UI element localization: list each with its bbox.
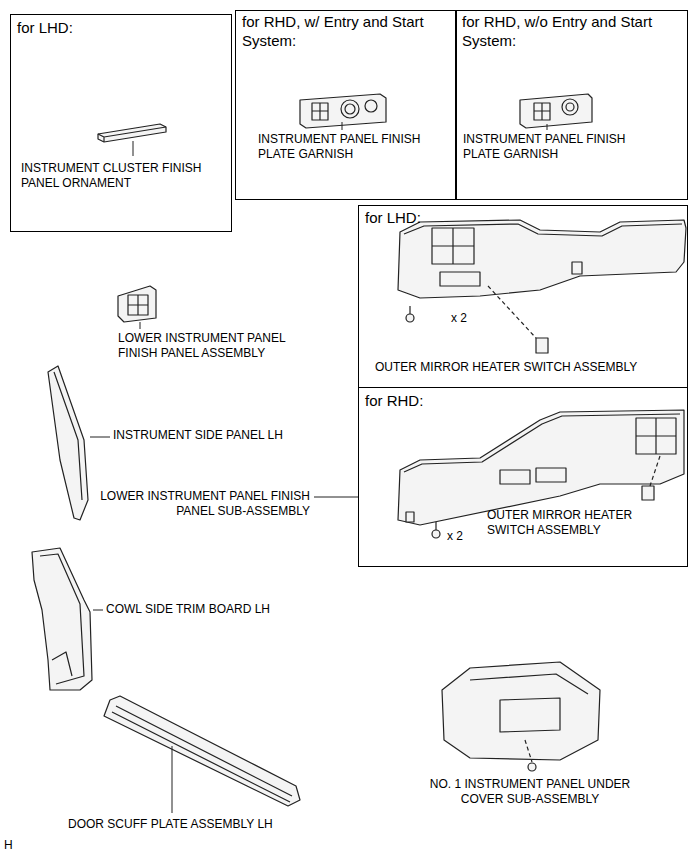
part-name: NO. 1 INSTRUMENT PANEL UNDER COVER SUB-A…: [410, 777, 650, 807]
variant-box: for RHD, w/ Entry and Start System: INSTR…: [235, 10, 457, 200]
part-name: INSTRUMENT PANEL FINISH PLATE GARNISH: [258, 132, 453, 162]
quantity-label: x 2: [451, 311, 491, 326]
part-name: LOWER INSTRUMENT PANEL FINISH PANEL ASSE…: [118, 331, 298, 361]
under-cover-drawing: [442, 662, 600, 771]
part-name: COWL SIDE TRIM BOARD LH: [106, 602, 336, 617]
lower-panel-drawing: [398, 220, 686, 353]
part-name: LOWER INSTRUMENT PANEL FINISH PANEL SUB-…: [100, 489, 310, 519]
variant-box: for LHD: INSTRUMENT CLUSTER FINISH PANEL …: [10, 14, 232, 232]
cowl-trim-drawing: [32, 548, 103, 690]
quantity-label: x 2: [447, 529, 487, 544]
finish-panel-drawing: [118, 286, 156, 329]
part-name: DOOR SCUFF PLATE ASSEMBLY LH: [68, 817, 318, 832]
figure-code: H: [4, 838, 24, 853]
variant-box: for LHD: x 2 OUTER MIRROR HEATER SWITCH AS…: [358, 205, 688, 388]
scuff-plate-drawing: [104, 696, 300, 813]
ornament-drawing: [98, 124, 166, 156]
variant-box: for RHD: x 2OUTER MIRROR HEATER SWITCH AS…: [358, 387, 688, 567]
part-name: INSTRUMENT PANEL FINISH PLATE GARNISH: [463, 132, 658, 162]
garnish-drawing: [300, 94, 386, 130]
part-name: OUTER MIRROR HEATER SWITCH ASSEMBLY: [375, 360, 680, 375]
box-heading: for RHD, w/o Entry and Start System:: [462, 13, 682, 51]
variant-box: for RHD, w/o Entry and Start System: INST…: [455, 10, 688, 200]
box-heading: for LHD:: [17, 19, 217, 38]
garnish-drawing: [520, 94, 592, 130]
part-name: INSTRUMENT SIDE PANEL LH: [113, 428, 343, 443]
leader-line: [314, 497, 358, 498]
part-name: OUTER MIRROR HEATER SWITCH ASSEMBLY: [487, 508, 662, 538]
lower-panel-drawing: [398, 410, 684, 538]
box-heading: for RHD, w/ Entry and Start System:: [242, 13, 450, 51]
box-heading: for LHD:: [365, 209, 485, 228]
box-heading: for RHD:: [365, 392, 485, 411]
part-name: INSTRUMENT CLUSTER FINISH PANEL ORNAMENT: [21, 161, 216, 191]
